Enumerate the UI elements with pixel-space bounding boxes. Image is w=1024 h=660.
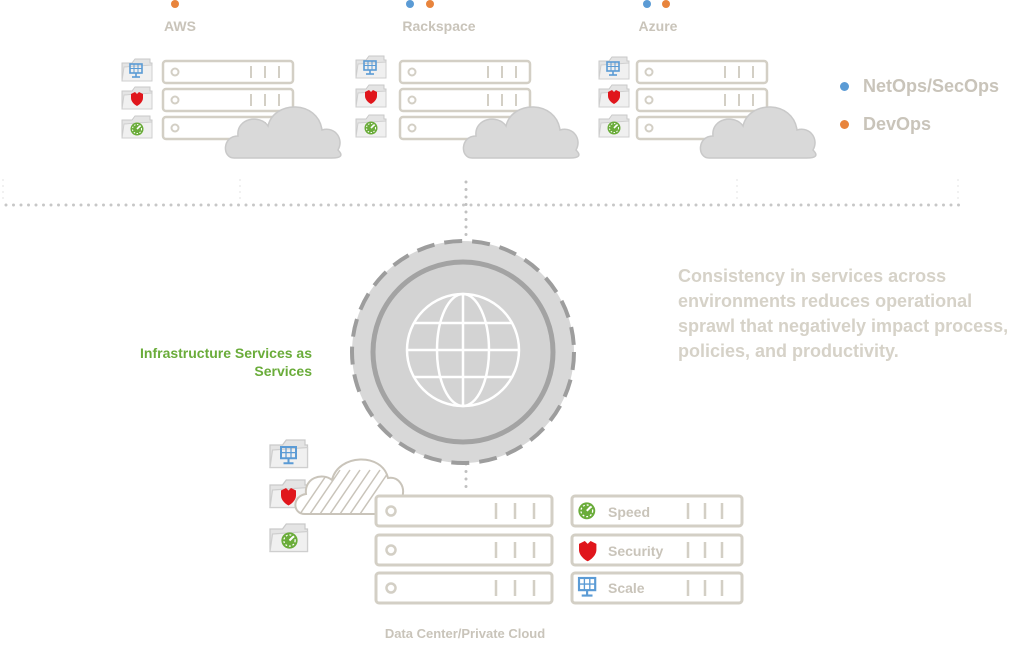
- hub-label: Infrastructure Services as Services: [140, 345, 312, 379]
- service-label: Speed: [608, 504, 650, 520]
- devops-dot: [426, 0, 434, 8]
- service-label: Scale: [608, 580, 645, 596]
- speedometer-icon: [280, 531, 299, 550]
- service-speed: Speed: [570, 494, 744, 528]
- legend-label: NetOps/SecOps: [863, 76, 1000, 96]
- rackspace-servers: [355, 55, 580, 159]
- cloud-label: Rackspace: [402, 18, 476, 34]
- server-rack: [398, 87, 532, 113]
- cloud-icon: [224, 106, 342, 159]
- legend-devops: DevOps: [840, 114, 931, 135]
- server-rack: [161, 87, 295, 113]
- service-security: Security: [570, 533, 744, 567]
- cloud-icon: [462, 106, 580, 159]
- server-rack: [398, 59, 532, 85]
- legend-netops: NetOps/SecOps: [840, 76, 999, 97]
- datacenter-label: Data Center/Private Cloud: [384, 626, 546, 641]
- server-rack: [635, 59, 769, 85]
- netops-dot: [406, 0, 414, 8]
- globe-icon: [405, 292, 521, 408]
- server-rack: [374, 571, 554, 605]
- cloud-icon: [699, 106, 817, 159]
- aws-servers: [121, 58, 342, 159]
- speedometer-icon: [577, 501, 597, 521]
- service-label: Security: [608, 543, 663, 559]
- netops-dot: [643, 0, 651, 8]
- server-rack: [635, 87, 769, 113]
- server-rack: [374, 533, 554, 567]
- netops-dot: [840, 82, 849, 91]
- devops-dot: [840, 120, 849, 129]
- devops-dot: [662, 0, 670, 8]
- speedometer-icon: [129, 121, 145, 137]
- speedometer-icon: [363, 120, 379, 136]
- speedometer-icon: [606, 120, 622, 136]
- server-rack: [374, 494, 554, 528]
- devops-dot: [171, 0, 179, 8]
- services-hub: [350, 239, 576, 465]
- service-scale: Scale: [570, 571, 744, 605]
- server-rack: [161, 59, 295, 85]
- cloud-label: AWS: [164, 18, 196, 34]
- description-text: Consistency in services across environme…: [678, 266, 1009, 361]
- cloud-label: Azure: [638, 18, 678, 34]
- legend-label: DevOps: [863, 114, 932, 134]
- datacenter-servers: Speed Security Scale: [269, 439, 744, 605]
- azure-servers: [598, 56, 817, 159]
- dotted-divider: [2, 179, 962, 496]
